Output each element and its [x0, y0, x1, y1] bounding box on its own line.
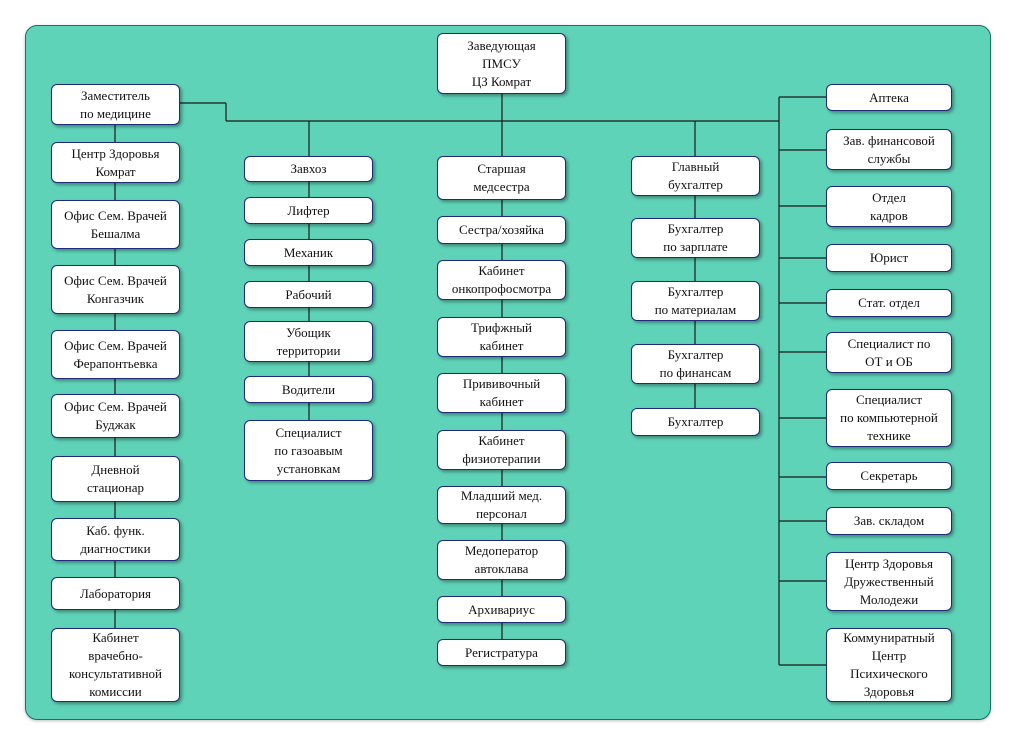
- staff-item-node: Специалист по ОТ и ОБ: [826, 332, 952, 373]
- nurse-item-node: Архивариус: [437, 596, 566, 623]
- deputy-item-node: Дневной стационар: [51, 456, 180, 502]
- staff-item-node: Секретарь: [826, 462, 952, 490]
- accounting-item-node: Бухгалтер по зарплате: [631, 218, 760, 258]
- staff-item-node: Зав. складом: [826, 507, 952, 535]
- deputy-item-node: Кабинет врачебно- консультативной комисс…: [51, 628, 180, 702]
- staff-item-node: Зав. финансовой службы: [826, 129, 952, 170]
- supply-item-node: Специалист по газоавым установкам: [244, 420, 373, 481]
- nurse-item-node: Сестра/хозяйка: [437, 216, 566, 244]
- supply-item-node: Водители: [244, 376, 373, 403]
- staff-item-node: Аптека: [826, 84, 952, 111]
- staff-item-node: Юрист: [826, 244, 952, 272]
- deputy-item-node: Офис Сем. Врачей Ферапонтьевка: [51, 330, 180, 379]
- root-node: Заведующая ПМСУ ЦЗ Комрат: [437, 33, 566, 94]
- nurse-item-node: Прививочный кабинет: [437, 373, 566, 413]
- deputy-item-node: Лаборатория: [51, 577, 180, 610]
- nurse-item-node: Младший мед. персонал: [437, 486, 566, 524]
- supply-item-node: Рабочий: [244, 281, 373, 308]
- supply-head-node: Завхоз: [244, 156, 373, 182]
- staff-item-node: Центр Здоровья Дружественный Молодежи: [826, 552, 952, 611]
- deputy-item-node: Каб. функ. диагностики: [51, 518, 180, 561]
- nurse-item-node: Регистратура: [437, 639, 566, 666]
- staff-item-node: Отдел кадров: [826, 186, 952, 227]
- supply-item-node: Механик: [244, 239, 373, 266]
- nurse-item-node: Кабинет физиотерапии: [437, 430, 566, 470]
- supply-item-node: Убощик территории: [244, 321, 373, 362]
- nurse-item-node: Трифжный кабинет: [437, 317, 566, 357]
- accounting-item-node: Бухгалтер по финансам: [631, 344, 760, 384]
- deputy-item-node: Офис Сем. Врачей Конгазчик: [51, 265, 180, 314]
- accounting-head-node: Главный бухгалтер: [631, 156, 760, 196]
- accounting-item-node: Бухгалтер по материалам: [631, 281, 760, 321]
- staff-item-node: Коммуниратный Центр Психического Здоровь…: [826, 628, 952, 702]
- nurse-item-node: Медоператор автоклава: [437, 540, 566, 580]
- deputy-item-node: Офис Сем. Врачей Бешалма: [51, 200, 180, 249]
- deputy-head-node: Заместитель по медицине: [51, 84, 180, 125]
- nurse-head-node: Старшая медсестра: [437, 156, 566, 200]
- nurse-item-node: Кабинет онкопрофосмотра: [437, 260, 566, 300]
- deputy-item-node: Центр Здоровья Комрат: [51, 142, 180, 183]
- accounting-item-node: Бухгалтер: [631, 408, 760, 436]
- staff-item-node: Специалист по компьютерной технике: [826, 389, 952, 447]
- deputy-item-node: Офис Сем. Врачей Буджак: [51, 394, 180, 438]
- supply-item-node: Лифтер: [244, 197, 373, 224]
- staff-item-node: Стат. отдел: [826, 289, 952, 317]
